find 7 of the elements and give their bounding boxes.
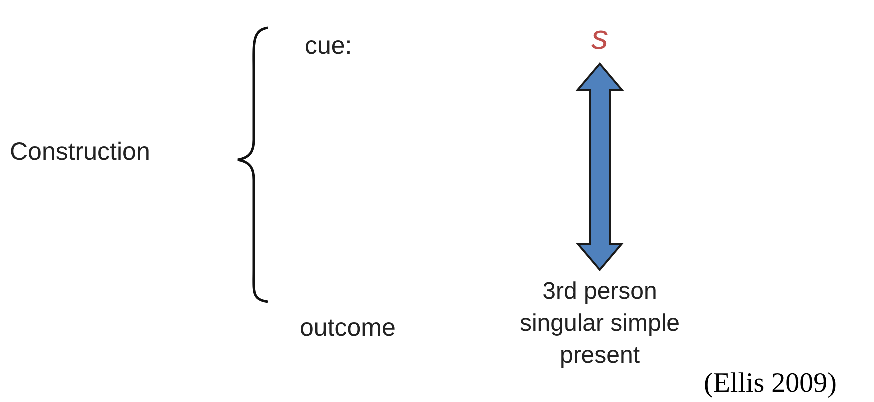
cue-label: cue: — [305, 31, 352, 62]
outcome-label: outcome — [300, 313, 396, 344]
citation-text: (Ellis 2009) — [704, 368, 837, 400]
construction-label: Construction — [10, 137, 150, 168]
outcome-text: 3rd person singular simple present — [500, 276, 700, 372]
cue-letter: s — [580, 18, 620, 58]
double-arrow — [576, 62, 624, 272]
